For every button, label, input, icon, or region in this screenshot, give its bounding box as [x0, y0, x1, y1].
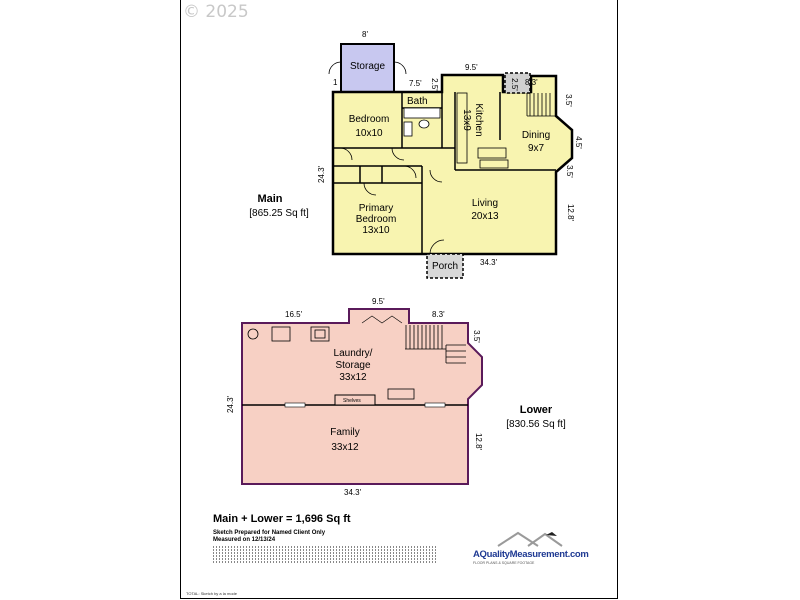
prepared-line-2: Measured on 12/13/24 [213, 537, 276, 543]
room-living-name: Living [471, 198, 499, 209]
dim-storage-width: 8' [362, 30, 368, 39]
dim-lower-right-12-8: 12.8' [474, 432, 484, 451]
dim-lower-bottom-34-3: 34.3' [344, 488, 362, 497]
dim-right-3-5b: 3.5' [564, 165, 574, 178]
logo-text: AQualityMeasurement.com [473, 549, 589, 560]
room-bath: Bath [407, 96, 428, 107]
lower-section-title: Lower [519, 404, 553, 416]
dim-bottom-34-3: 34.3' [480, 258, 498, 267]
logo-subtitle: FLOOR PLANS & SQUARE FOOTAGE [473, 561, 535, 565]
total-area: Main + Lower = 1,696 Sq ft [213, 513, 351, 525]
copyright-watermark: © 2025 [183, 2, 249, 22]
disclaimer-block [213, 546, 438, 564]
room-dining-name: Dining [521, 130, 551, 141]
room-bedroom-name: Bedroom [348, 114, 390, 125]
main-stairs [526, 93, 556, 117]
main-floor-body [331, 73, 574, 256]
room-dining-size: 9x7 [527, 143, 545, 154]
dim-storage-left: 1 [333, 78, 338, 87]
dim-kitchen-small: 2.5' [509, 78, 519, 91]
dim-lower-9-5: 9.5' [372, 297, 385, 306]
room-family-name: Family [330, 427, 360, 438]
room-bedroom-size: 10x10 [355, 128, 383, 139]
shelf-2 [387, 388, 415, 400]
room-laundry-2: Storage [335, 360, 371, 371]
pantry-square [504, 72, 531, 94]
room-primary-1: Primary [358, 203, 394, 214]
dim-top-8-3: 8.3' [525, 78, 538, 87]
room-primary-2: Bedroom [355, 214, 397, 225]
dim-lower-3-5: 3.5' [471, 330, 481, 343]
lower-stairs [405, 325, 466, 364]
dim-top-2-5: 2.5' [429, 78, 439, 91]
dim-right-3-5: 3.5' [563, 94, 573, 107]
room-laundry-size: 33x12 [339, 372, 367, 383]
room-family-size: 33x12 [331, 442, 359, 453]
room-kitchen-size: 13x9 [461, 109, 472, 131]
dim-lower-8-3: 8.3' [432, 310, 445, 319]
footer-note: TOTAL: Sketch by a la mode [186, 591, 237, 596]
main-section-area: [865.25 Sq ft] [249, 208, 309, 219]
dim-lower-16-5: 16.5' [285, 310, 303, 319]
dim-left-24-3: 24.3' [317, 165, 327, 184]
bath-fixtures [403, 107, 441, 137]
prepared-note: Sketch Prepared for Named Client Only Me… [213, 530, 325, 544]
lower-double-door [361, 315, 403, 324]
porch [426, 253, 464, 279]
dim-right-4-5: 4.5' [573, 136, 583, 149]
main-section-title: Main [257, 193, 283, 205]
dim-top-7-5: 7.5' [409, 79, 422, 88]
dim-right-12-8: 12.8' [566, 203, 576, 222]
room-living-size: 20x13 [471, 211, 499, 222]
room-primary-size: 13x10 [362, 225, 390, 236]
prepared-line-1: Sketch Prepared for Named Client Only [213, 530, 326, 536]
room-kitchen-name: Kitchen [473, 103, 484, 137]
shelves-box [334, 394, 376, 406]
dim-lower-left-24-3: 24.3' [226, 395, 236, 414]
main-door-swings [328, 61, 445, 255]
room-laundry-1: Laundry/ [333, 348, 373, 359]
room-porch: Porch [431, 261, 459, 272]
lower-section-area: [830.56 Sq ft] [506, 419, 566, 430]
kitchen-counters [456, 92, 509, 169]
room-storage: Storage [349, 61, 386, 72]
lower-appliances [247, 326, 330, 342]
shelves-label: Shelves [343, 398, 361, 404]
dim-top-9-5: 9.5' [465, 63, 478, 72]
